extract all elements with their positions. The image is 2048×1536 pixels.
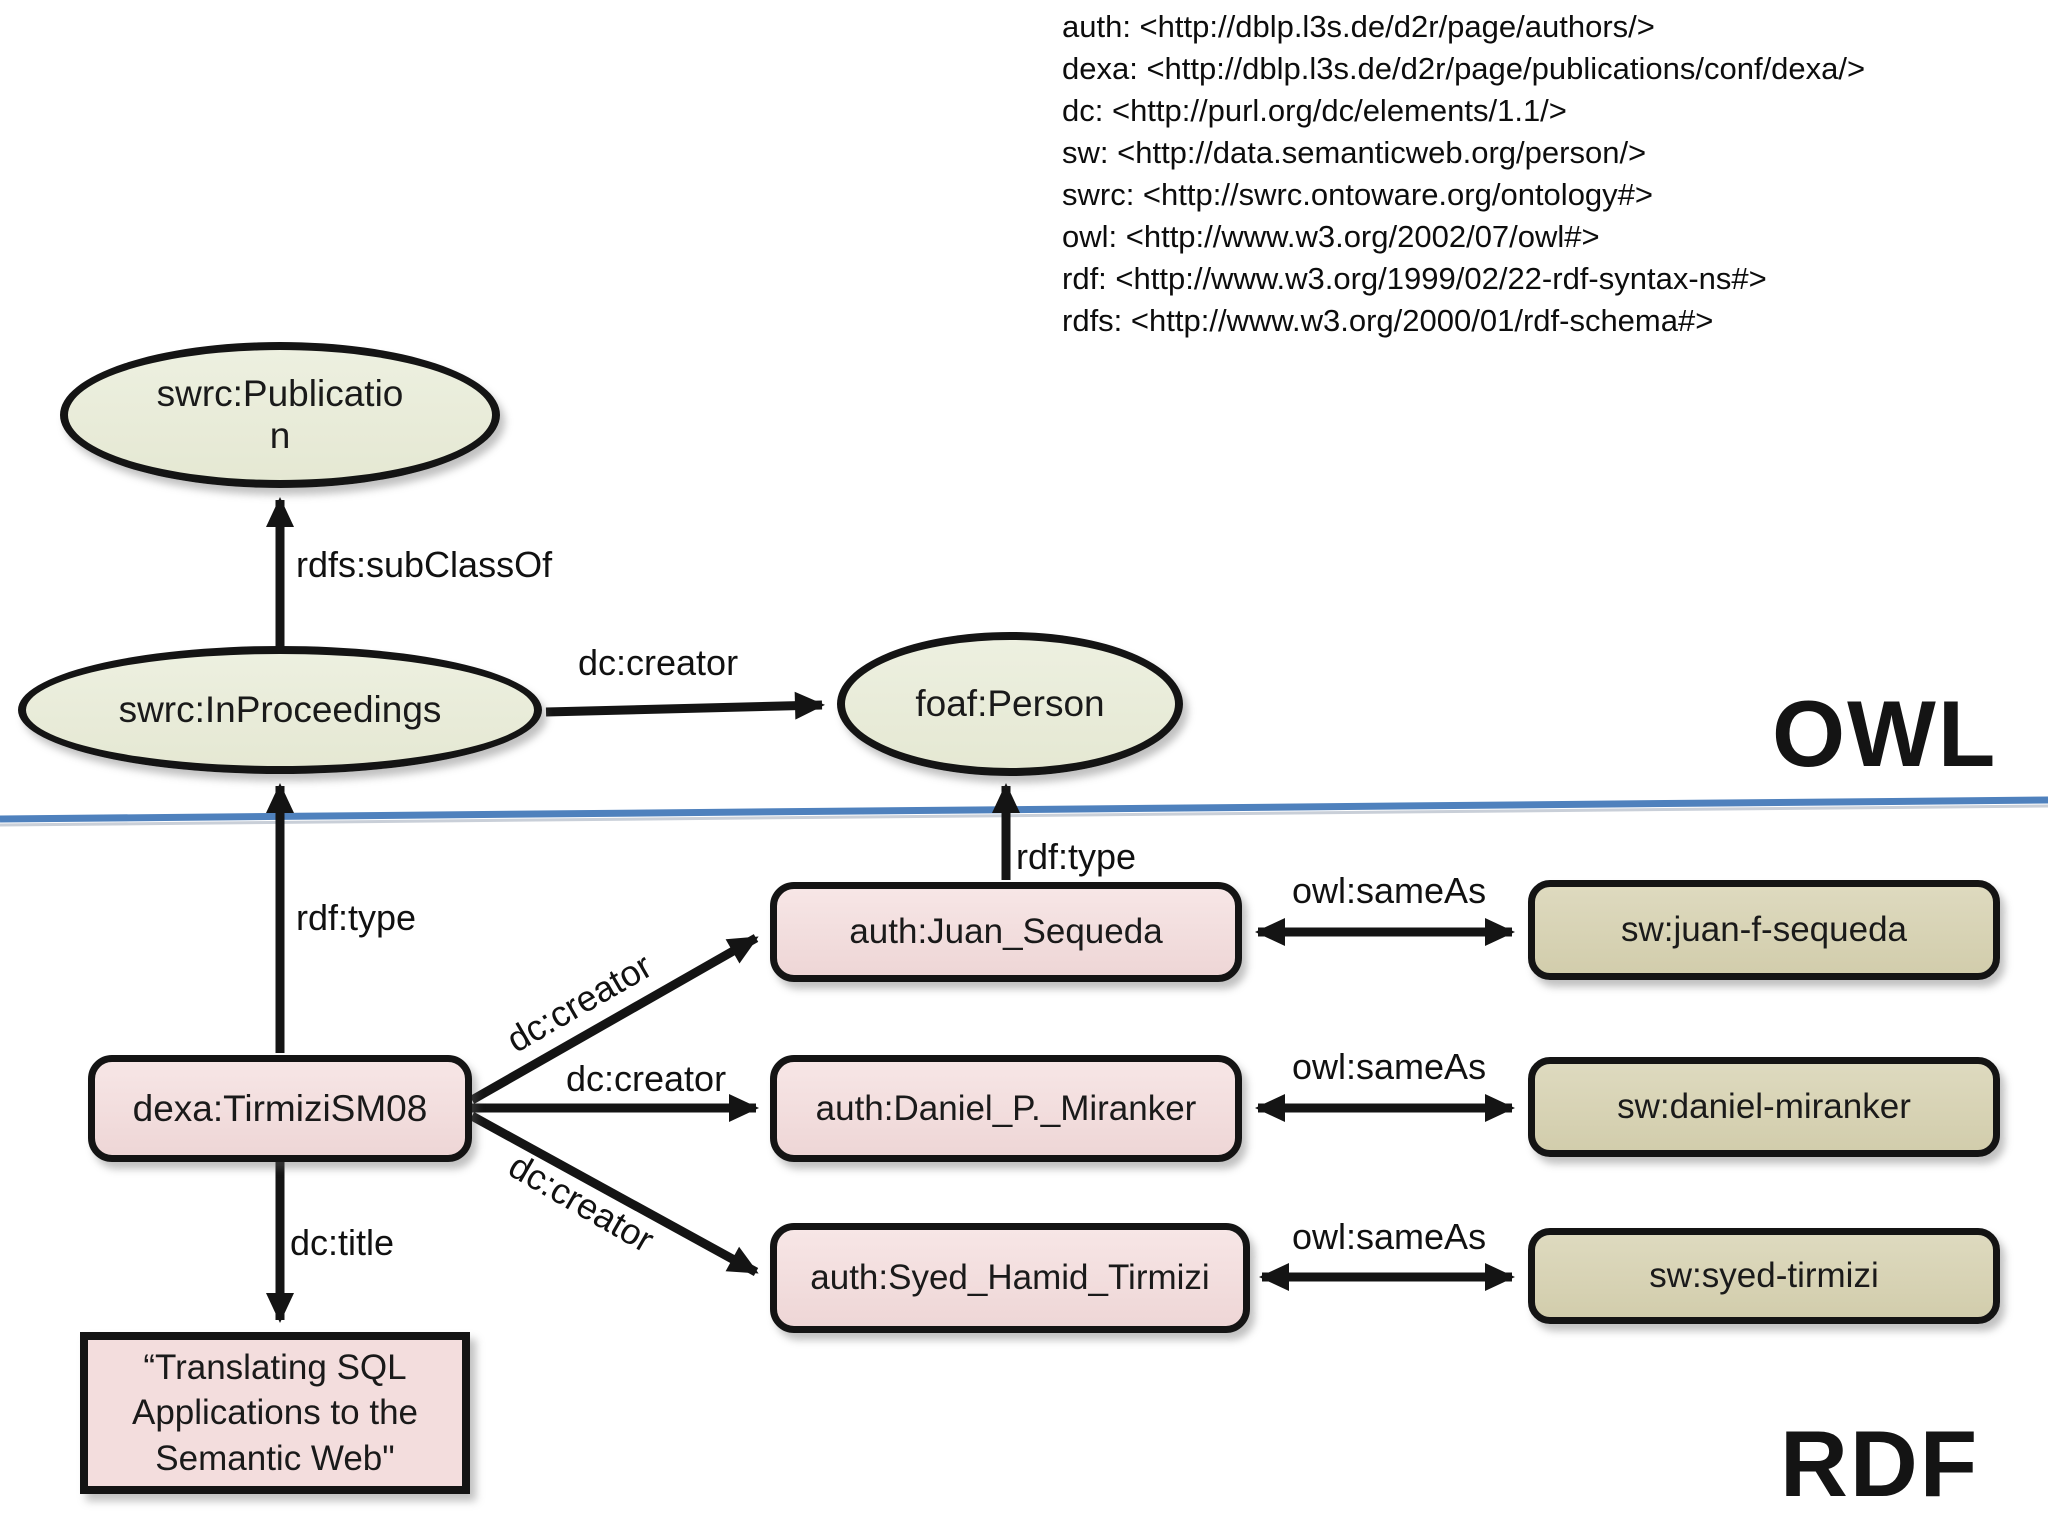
namespace-prefix-list: auth: <http://dblp.l3s.de/d2r/page/autho… — [1062, 6, 1865, 342]
title-line: Applications to the — [131, 1393, 418, 1433]
prefix-owl: owl: <http://www.w3.org/2002/07/owl#> — [1062, 219, 1600, 254]
node-label: dexa:TirmiziSM08 — [132, 1087, 428, 1129]
rdf-zone-label: RDF — [1780, 1411, 1980, 1516]
edge-label-rdftype-dexa: rdf:type — [296, 897, 417, 938]
edge-label-sameas-daniel: owl:sameAs — [1292, 1046, 1487, 1087]
owl-rdf-divider-line — [0, 796, 2048, 823]
edge-label-rdftype-juan: rdf:type — [1016, 836, 1137, 877]
prefix-dexa: dexa: <http://dblp.l3s.de/d2r/page/publi… — [1062, 51, 1866, 86]
prefix-swrc: swrc: <http://swrc.ontoware.org/ontology… — [1062, 177, 1654, 212]
node-sw-syed-tirmizi: sw:syed-tirmizi — [1528, 1228, 2000, 1324]
node-label: swrc:InProceedings — [118, 689, 442, 730]
node-label: auth:Juan_Sequeda — [849, 912, 1163, 951]
node-label: swrc:Publicatio n — [156, 373, 404, 456]
edge-creator-juan — [469, 934, 759, 1104]
node-swrc-inproceedings: swrc:InProceedings — [18, 646, 542, 774]
node-label: sw:juan-f-sequeda — [1621, 910, 1907, 949]
node-label: auth:Syed_Hamid_Tirmizi — [810, 1258, 1210, 1297]
node-title-literal: “Translating SQL Applications to the Sem… — [80, 1332, 470, 1494]
node-auth-juan-sequeda: auth:Juan_Sequeda — [770, 882, 1242, 982]
edge-label-dctitle: dc:title — [290, 1222, 395, 1263]
edge-label-sameas-juan: owl:sameAs — [1292, 870, 1487, 911]
node-label: foaf:Person — [915, 683, 1105, 724]
edge-label-creator-class: dc:creator — [578, 642, 739, 683]
node-label: sw:daniel-miranker — [1617, 1087, 1911, 1126]
node-auth-daniel-p-miranker: auth:Daniel_P._Miranker — [770, 1055, 1242, 1162]
node-label: auth:Daniel_P._Miranker — [815, 1088, 1197, 1128]
edge-creator-syed — [469, 1112, 759, 1276]
node-label: sw:syed-tirmizi — [1649, 1256, 1879, 1295]
node-sw-daniel-miranker: sw:daniel-miranker — [1528, 1057, 2000, 1157]
prefix-auth: auth: <http://dblp.l3s.de/d2r/page/autho… — [1062, 9, 1655, 44]
node-swrc-publication: swrc:Publicatio n — [60, 342, 500, 488]
owl-zone-label: OWL — [1772, 681, 1998, 786]
node-auth-syed-hamid-tirmizi: auth:Syed_Hamid_Tirmizi — [770, 1223, 1250, 1333]
title-line: Semantic Web" — [155, 1438, 395, 1478]
edge-label-subclassof: rdfs:subClassOf — [296, 544, 553, 585]
node-dexa-tirmizism08: dexa:TirmiziSM08 — [88, 1055, 472, 1162]
prefix-dc: dc: <http://purl.org/dc/elements/1.1/> — [1062, 93, 1567, 128]
node-foaf-person: foaf:Person — [837, 632, 1183, 776]
prefix-rdfs: rdfs: <http://www.w3.org/2000/01/rdf-sch… — [1062, 303, 1714, 338]
edge-label-sameas-syed: owl:sameAs — [1292, 1216, 1487, 1257]
prefix-sw: sw: <http://data.semanticweb.org/person/… — [1062, 135, 1647, 170]
title-line: “Translating SQL — [143, 1347, 407, 1387]
node-sw-juan-f-sequeda: sw:juan-f-sequeda — [1528, 880, 2000, 980]
edge-label-creator-daniel: dc:creator — [566, 1058, 727, 1099]
prefix-rdf: rdf: <http://www.w3.org/1999/02/22-rdf-s… — [1062, 261, 1767, 296]
edge-creator-class — [545, 691, 825, 720]
owl-rdf-divider-shadow — [0, 804, 2048, 827]
